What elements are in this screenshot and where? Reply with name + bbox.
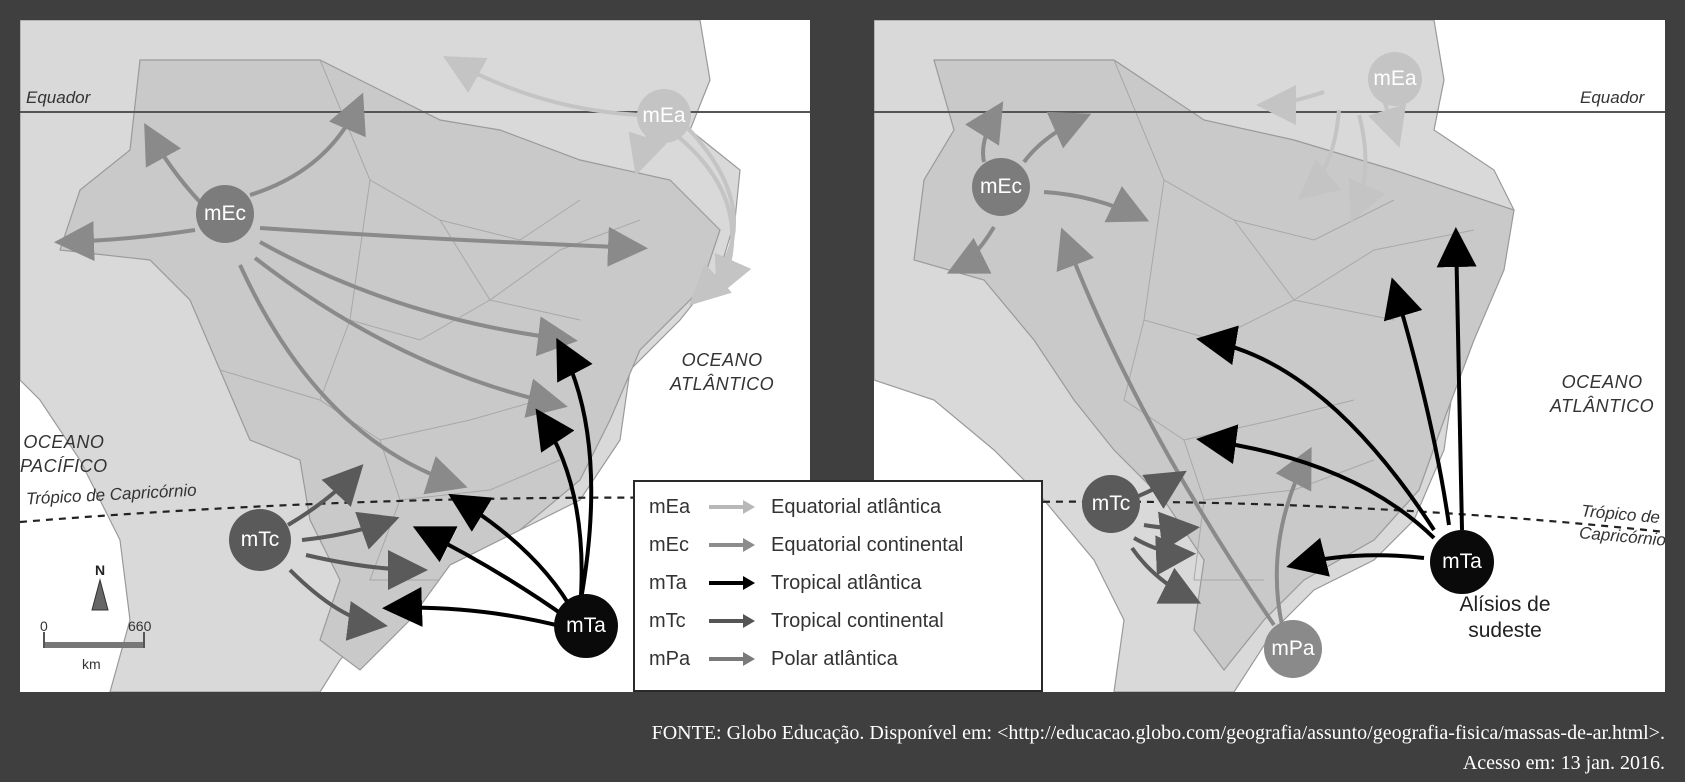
mEc-arrows (54, 92, 648, 495)
scale-max: 660 (128, 618, 152, 634)
scale-unit: km (82, 656, 101, 672)
atlantic-label: OCEANO ATLÂNTICO (1550, 372, 1655, 416)
legend-code: mTc (649, 609, 686, 632)
legend-row-mEa: mEa Equatorial atlântica (649, 492, 941, 522)
legend-code: mEa (649, 495, 691, 518)
legend-row-mTc: mTc Tropical continental (649, 606, 944, 636)
mTc-arrows (286, 464, 428, 641)
legend-label: Polar atlântica (771, 647, 898, 670)
source-line-1: FONTE: Globo Educação. Disponível em: <h… (651, 722, 1665, 744)
legend-code: mPa (649, 647, 691, 670)
arrow-icon (709, 500, 755, 514)
legend-label: Tropical atlântica (771, 571, 922, 594)
atlantic-label: OCEANO ATLÂNTICO (670, 350, 775, 394)
legend-label: Equatorial continental (771, 533, 964, 556)
mass-mTa: mTa (1430, 530, 1494, 594)
mTa-arrows (382, 337, 594, 630)
mass-mPa: mPa (1264, 620, 1322, 678)
pacific-label: OCEANO PACÍFICO (20, 432, 108, 476)
mass-mTc: mTc (229, 509, 291, 571)
arrow-icon (709, 538, 755, 552)
legend-row-mEc: mEc Equatorial continental (649, 530, 963, 560)
mass-mTa: mTa (554, 594, 618, 658)
legend-row-mTa: mTa Tropical atlântica (649, 568, 921, 598)
source-line-2: Acesso em: 13 jan. 2016. (1462, 752, 1665, 774)
tropic-line (874, 500, 1665, 534)
tropic-label: Trópico de Capricórnio (1578, 501, 1665, 550)
legend-label: Tropical continental (771, 609, 944, 632)
mass-mEa: mEa (1368, 52, 1422, 106)
equator-label: Equador (1580, 88, 1645, 107)
mass-mEc: mEc (972, 158, 1030, 216)
legend-code: mEc (649, 533, 689, 556)
mEa-arrows (1256, 84, 1407, 223)
mass-mEc: mEc (196, 185, 254, 243)
mTa-arrows (1196, 227, 1477, 577)
arrow-icon (709, 652, 755, 666)
mEa-arrows (443, 56, 752, 306)
scale-zero: 0 (40, 618, 48, 634)
mEc-arrows (946, 101, 1150, 274)
legend-code: mTa (649, 571, 687, 594)
equator-label: Equador (26, 88, 91, 107)
arrow-icon (709, 576, 755, 590)
arrow-icon (709, 614, 755, 628)
mass-mTc: mTc (1082, 475, 1140, 533)
north-arrow-icon (91, 578, 109, 611)
map-left: Equador Trópico de Capricórnio OCEANO AT… (20, 20, 810, 692)
legend: mEa Equatorial atlântica mEc Equatorial … (633, 480, 1043, 692)
mPa-arrows (1056, 227, 1312, 627)
legend-label: Equatorial atlântica (771, 495, 942, 518)
north-label: N (95, 562, 106, 578)
mTc-arrows (1130, 470, 1202, 604)
mass-mEa: mEa (637, 89, 691, 143)
legend-row-mPa: mPa Polar atlântica (649, 644, 898, 674)
alisios-label: Alísios de sudeste (1459, 593, 1551, 642)
map-right-canvas (874, 20, 1665, 692)
